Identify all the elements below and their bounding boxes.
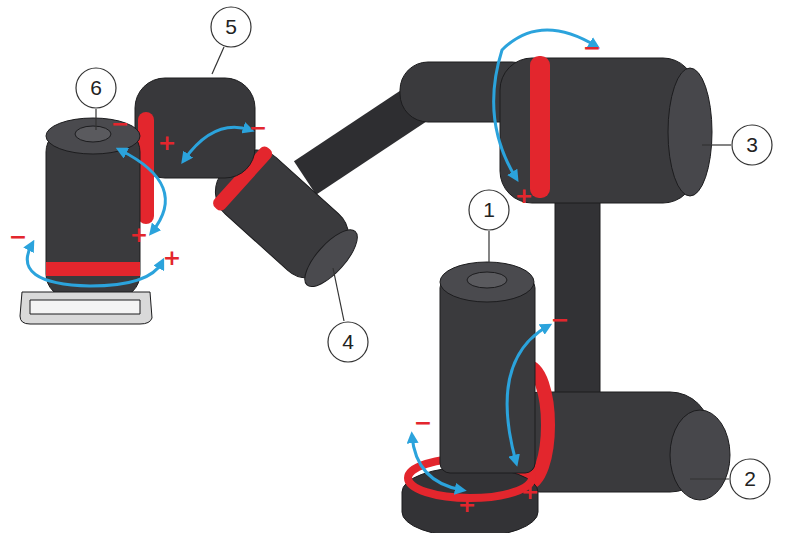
rotation-arrow [184,127,250,160]
leader-line [488,231,489,262]
leader-line [333,268,344,321]
direction-sign: − [9,226,27,248]
direction-sign: − [111,113,129,135]
callout-number: 3 [731,124,773,166]
callout-circle: 6 [75,67,117,109]
tool-flange [30,300,140,314]
rotation-arrow [120,150,165,232]
direction-sign: + [521,481,539,503]
callout-circle: 1 [468,189,510,231]
rotation-arrow [507,326,548,462]
callout-number: 5 [210,6,252,48]
leader-line [212,47,224,74]
direction-sign: + [515,185,533,207]
rotation-arrow [494,30,596,178]
joint-housing [440,278,535,473]
circle-outline [732,125,772,165]
direction-sign: + [163,247,181,269]
direction-sign: + [130,224,148,246]
rotation-arrow [27,244,162,286]
direction-sign: − [414,412,432,434]
rotation-arrow [412,436,462,490]
tool-flange [20,292,152,324]
leader-line [690,478,729,479]
callout-circle: 5 [210,6,252,48]
callout-circle: 4 [327,321,369,363]
direction-sign: + [158,132,176,154]
direction-sign: − [583,37,601,59]
circle-outline [211,7,251,47]
direction-sign: − [551,309,569,331]
end-cap [668,68,712,196]
leader-line [95,109,96,130]
callout-number: 6 [75,67,117,109]
direction-sign: − [249,117,267,139]
callout-number: 4 [327,321,369,363]
direction-sign: + [458,494,476,516]
callout-circle: 3 [731,124,773,166]
base-flange [402,467,538,533]
circle-outline [730,459,770,499]
leader-line [702,144,731,145]
end-cap [440,262,534,302]
callout-circle: 2 [729,458,771,500]
end-cap [670,410,730,500]
joint-ring [530,56,550,198]
end-cap [297,222,366,294]
circle-outline [328,322,368,362]
joint-housing [500,58,695,203]
circle-outline [469,190,509,230]
end-cap [75,126,111,142]
callout-number: 2 [729,458,771,500]
circle-outline [76,68,116,108]
end-cap [467,272,507,288]
callout-number: 1 [468,189,510,231]
joint-ring [46,262,140,276]
